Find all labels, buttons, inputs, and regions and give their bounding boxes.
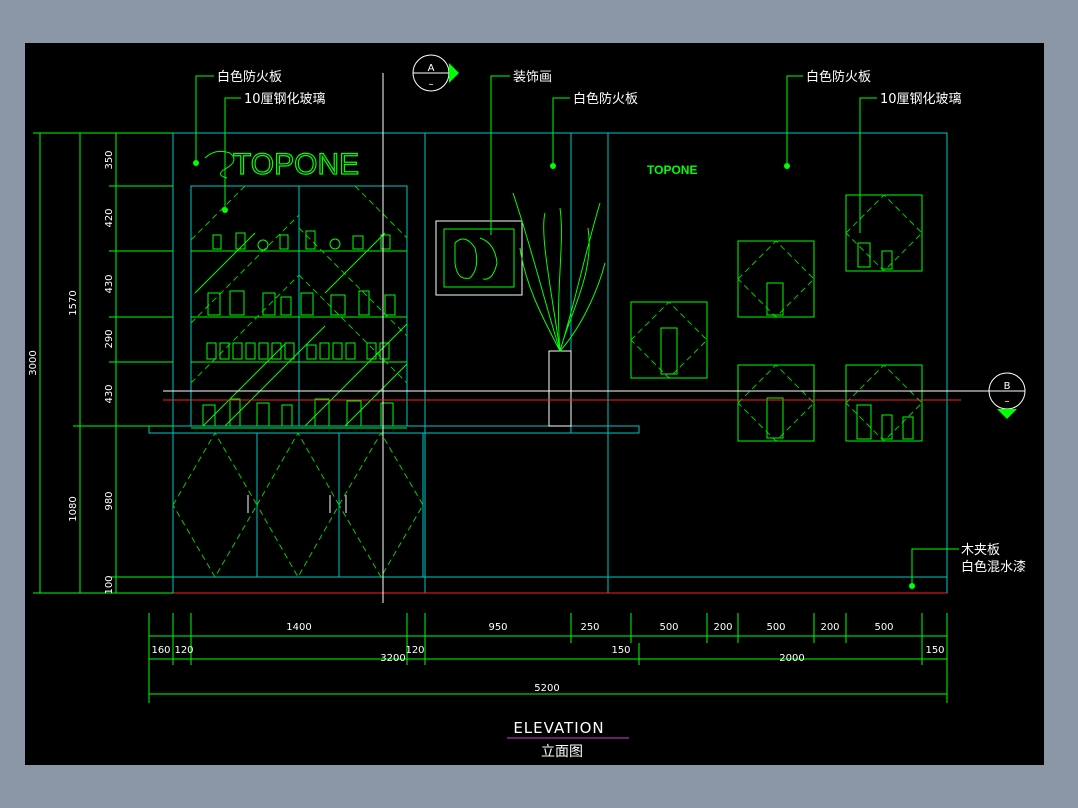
hdim-200-b: 200 xyxy=(820,622,839,633)
logo-small-text: TOPONE xyxy=(647,163,697,177)
drawing-title: ELEVATION 立面图 xyxy=(507,719,629,760)
logo-large-text: TOPONE xyxy=(233,148,359,181)
hdim-3200: 3200 xyxy=(380,653,405,664)
vdim-430-b: 430 xyxy=(104,384,115,403)
title-main: ELEVATION xyxy=(513,719,604,737)
counter-cabinet xyxy=(148,425,640,579)
horizontal-dimension-lines xyxy=(148,613,948,703)
label-right-glass: 10厘钢化玻璃 xyxy=(880,92,962,107)
label-decor-painting: 装饰画 xyxy=(513,70,552,85)
marker-a-dash: – xyxy=(429,79,434,90)
vdim-430-a: 430 xyxy=(104,274,115,293)
hdim-950: 950 xyxy=(488,622,507,633)
brand-logo-large: TOPONE xyxy=(204,147,360,182)
vertical-dimension-text: 350 420 430 290 430 980 100 1570 1080 30… xyxy=(28,150,115,594)
hdim-2000: 2000 xyxy=(779,653,804,664)
elevation-drawing: TOPONE TOPONE A – B – 白色防火板 10厘钢化玻璃 xyxy=(28,54,1026,760)
decor-painting-frame xyxy=(435,220,523,296)
hdim-150-b: 150 xyxy=(925,645,944,656)
title-sub: 立面图 xyxy=(541,744,583,760)
label-left-board: 白色防火板 xyxy=(217,69,282,85)
hdim-120-b: 120 xyxy=(405,645,424,656)
vdim-420: 420 xyxy=(104,208,115,227)
marker-b-dash: – xyxy=(1005,396,1010,407)
vdim-980: 980 xyxy=(104,491,115,510)
hdim-150-a: 150 xyxy=(611,645,630,656)
vdim-350: 350 xyxy=(104,150,115,169)
hdim-200-a: 200 xyxy=(713,622,732,633)
vase-plant xyxy=(512,192,606,427)
label-white-paint: 白色混水漆 xyxy=(961,559,1026,575)
marker-b-letter: B xyxy=(1004,381,1011,392)
display-niches xyxy=(630,194,923,442)
hdim-500-b: 500 xyxy=(766,622,785,633)
vdim-1080: 1080 xyxy=(68,496,79,521)
marker-a-letter: A xyxy=(428,63,435,74)
hdim-500-c: 500 xyxy=(874,622,893,633)
section-line-b: B – xyxy=(163,372,1026,419)
vdim-100: 100 xyxy=(104,575,115,594)
label-right-board: 白色防火板 xyxy=(806,69,871,85)
leader-lines xyxy=(195,75,959,584)
vertical-dimension-lines xyxy=(33,132,173,594)
hdim-1400: 1400 xyxy=(286,622,311,633)
hdim-5200: 5200 xyxy=(534,683,559,694)
vdim-1570: 1570 xyxy=(68,290,79,315)
section-line-a: A – xyxy=(382,54,459,603)
horizontal-dimension-text: 1400 950 250 500 200 500 200 500 160 120… xyxy=(151,622,944,694)
glass-shelf-cabinet xyxy=(190,185,408,429)
hdim-500-a: 500 xyxy=(659,622,678,633)
label-plywood: 木夹板 xyxy=(961,543,1000,558)
label-left-glass: 10厘钢化玻璃 xyxy=(244,92,326,107)
hdim-160: 160 xyxy=(151,645,170,656)
hdim-250: 250 xyxy=(580,622,599,633)
vdim-290: 290 xyxy=(104,329,115,348)
drawing-sheet: TOPONE TOPONE A – B – 白色防火板 10厘钢化玻璃 xyxy=(25,43,1044,765)
hdim-120-a: 120 xyxy=(174,645,193,656)
brand-logo-small: TOPONE xyxy=(647,163,697,177)
wall-outline xyxy=(172,132,948,594)
vdim-3000: 3000 xyxy=(28,350,39,375)
label-mid-board: 白色防火板 xyxy=(573,91,638,107)
